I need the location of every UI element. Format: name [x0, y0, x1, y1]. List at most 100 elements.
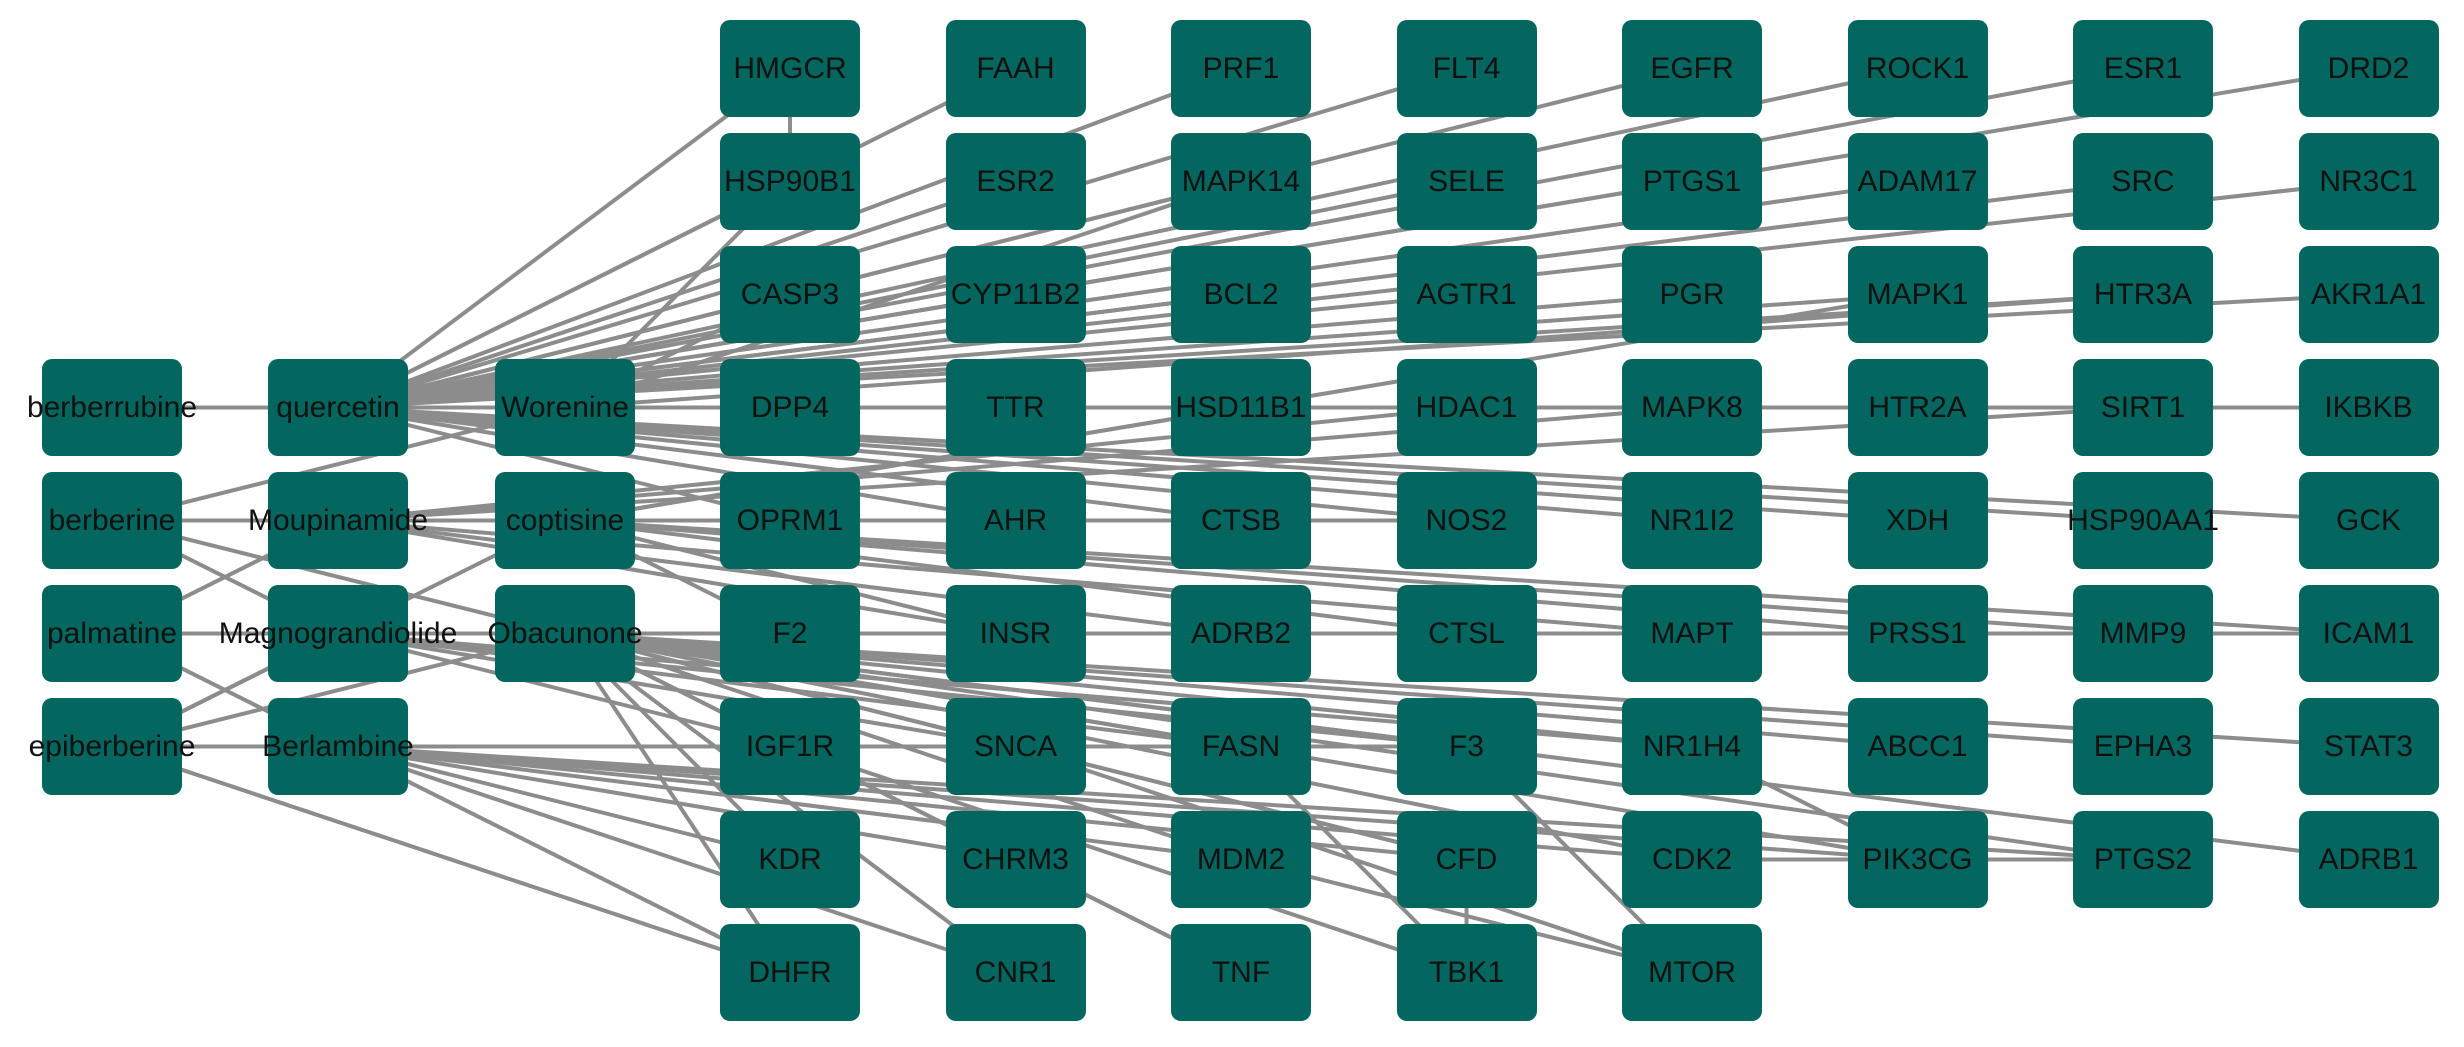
node-compound[interactable]: coptisine: [495, 472, 635, 569]
node-target[interactable]: AGTR1: [1396, 246, 1537, 343]
node-target[interactable]: CNR1: [945, 924, 1086, 1021]
node-target[interactable]: SIRT1: [2073, 359, 2213, 456]
node-target[interactable]: DHFR: [720, 924, 860, 1021]
node-target[interactable]: BCL2: [1171, 246, 1311, 343]
edge-line: [337, 179, 791, 410]
node-target[interactable]: OPRM1: [720, 472, 860, 569]
node-compound[interactable]: Worenine: [495, 359, 635, 456]
node-target[interactable]: F2: [720, 585, 860, 682]
node-compound[interactable]: Berlambine: [262, 698, 414, 795]
node-target[interactable]: STAT3: [2298, 698, 2439, 795]
node-herb[interactable]: berberine: [42, 472, 182, 569]
node-target[interactable]: DRD2: [2298, 20, 2439, 117]
edge-line: [337, 405, 1016, 523]
node-target[interactable]: NR1H4: [1622, 698, 1762, 795]
node-herb[interactable]: berberrubine: [27, 359, 197, 456]
node-target[interactable]: KDR: [720, 811, 860, 908]
node-target[interactable]: CASP3: [720, 246, 860, 343]
node-compound[interactable]: Moupinamide: [248, 472, 428, 569]
node-herb[interactable]: palmatine: [42, 585, 182, 682]
node-target[interactable]: INSR: [945, 585, 1086, 682]
edge-line: [111, 518, 566, 636]
edge-line: [564, 518, 1016, 636]
edge-line: [564, 631, 2369, 749]
node-target[interactable]: F3: [1396, 698, 1537, 795]
node-target[interactable]: NR1I2: [1622, 472, 1762, 569]
node-compound[interactable]: quercetin: [268, 359, 408, 456]
node-target[interactable]: ABCC1: [1847, 698, 1988, 795]
edge-line: [789, 744, 1468, 975]
node-target[interactable]: EGFR: [1622, 20, 1762, 117]
node-target[interactable]: HSD11B1: [1171, 359, 1311, 456]
node-target[interactable]: CTSL: [1396, 585, 1537, 682]
node-herb[interactable]: epiberberine: [29, 698, 195, 795]
node-target[interactable]: MAPK1: [1847, 246, 1988, 343]
node-target[interactable]: TNF: [1171, 924, 1311, 1021]
node-target[interactable]: PGR: [1622, 246, 1762, 343]
node-target[interactable]: HTR3A: [2073, 246, 2213, 343]
node-target[interactable]: CFD: [1396, 811, 1537, 908]
node-target[interactable]: PRF1: [1171, 20, 1311, 117]
node-target[interactable]: PTGS1: [1622, 133, 1762, 230]
node-target[interactable]: MAPK14: [1171, 133, 1311, 230]
edge-line: [564, 518, 2369, 636]
edge-line: [337, 292, 1242, 410]
edge-line: [1015, 744, 1467, 862]
edge-line: [337, 405, 791, 523]
node-target[interactable]: PTGS2: [2073, 811, 2213, 908]
node-target[interactable]: XDH: [1847, 472, 1988, 569]
edge-line: [564, 179, 1242, 410]
node-compound[interactable]: Magnograndiolide: [219, 585, 457, 682]
edge-line: [337, 66, 1242, 410]
node-target[interactable]: GCK: [2298, 472, 2439, 569]
node-target[interactable]: AKR1A1: [2298, 246, 2439, 343]
node-target[interactable]: FAAH: [945, 20, 1086, 117]
node-target[interactable]: PRSS1: [1847, 585, 1988, 682]
node-target[interactable]: ESR1: [2073, 20, 2213, 117]
node-target[interactable]: IKBKB: [2298, 359, 2439, 456]
node-target[interactable]: MTOR: [1622, 924, 1762, 1021]
node-target[interactable]: SNCA: [945, 698, 1086, 795]
node-target[interactable]: EPHA3: [2073, 698, 2213, 795]
node-target[interactable]: MAPK8: [1622, 359, 1762, 456]
node-target[interactable]: IGF1R: [720, 698, 860, 795]
node-target[interactable]: HMGCR: [720, 20, 860, 117]
node-target[interactable]: SRC: [2073, 133, 2213, 230]
node-target[interactable]: PIK3CG: [1847, 811, 1988, 908]
node-target[interactable]: HSP90AA1: [2067, 472, 2219, 569]
node-target[interactable]: ADAM17: [1847, 133, 1988, 230]
node-target[interactable]: NOS2: [1396, 472, 1537, 569]
node-target[interactable]: AHR: [945, 472, 1086, 569]
node-target[interactable]: HDAC1: [1396, 359, 1537, 456]
node-target[interactable]: ROCK1: [1847, 20, 1988, 117]
node-target[interactable]: DPP4: [720, 359, 860, 456]
node-target[interactable]: ICAM1: [2298, 585, 2439, 682]
node-target[interactable]: CHRM3: [945, 811, 1086, 908]
node-target[interactable]: TBK1: [1396, 924, 1537, 1021]
node-target[interactable]: MMP9: [2073, 585, 2213, 682]
node-compound[interactable]: Obacunone: [487, 585, 643, 682]
node-target[interactable]: MAPT: [1622, 585, 1762, 682]
edge-line: [337, 744, 791, 975]
edge-line: [336, 66, 792, 410]
node-target[interactable]: CTSB: [1171, 472, 1311, 569]
edge-line: [337, 744, 1017, 975]
node-target[interactable]: ESR2: [945, 133, 1086, 230]
edge-line: [337, 744, 791, 862]
node-target[interactable]: NR3C1: [2298, 133, 2439, 230]
node-target[interactable]: SELE: [1396, 133, 1537, 230]
node-target[interactable]: ADRB2: [1171, 585, 1311, 682]
node-target[interactable]: CDK2: [1622, 811, 1762, 908]
edge-line: [337, 631, 791, 749]
edge-line: [337, 66, 1468, 410]
node-target[interactable]: HSP90B1: [720, 133, 860, 230]
node-target[interactable]: HTR2A: [1847, 359, 1988, 456]
node-target[interactable]: FLT4: [1396, 20, 1537, 117]
edge-line: [337, 66, 1918, 410]
node-target[interactable]: ADRB1: [2298, 811, 2439, 908]
node-target[interactable]: TTR: [945, 359, 1086, 456]
edge-line: [337, 66, 2144, 410]
node-target[interactable]: MDM2: [1171, 811, 1311, 908]
node-target[interactable]: FASN: [1171, 698, 1311, 795]
node-target[interactable]: CYP11B2: [945, 246, 1086, 343]
